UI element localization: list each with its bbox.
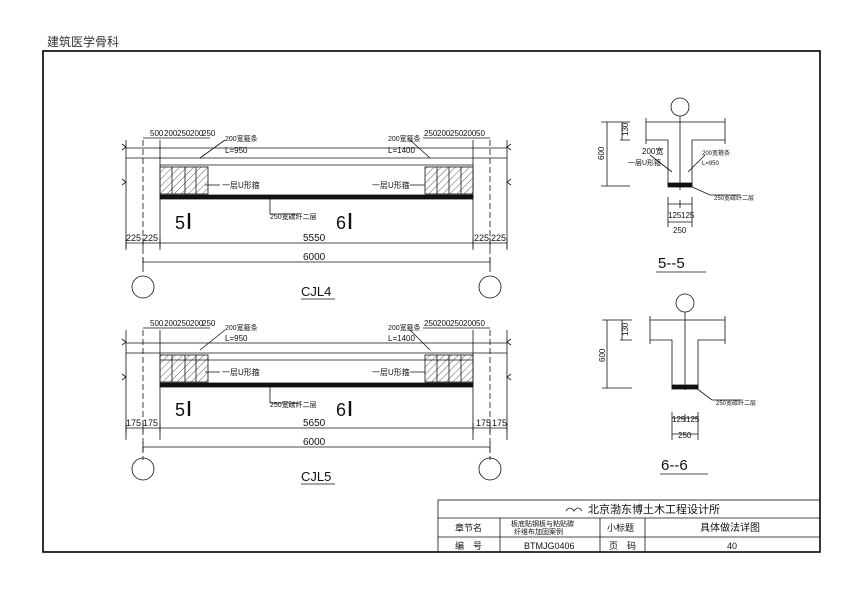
company-logo-icon xyxy=(565,507,583,512)
cjl4-support-left-1: 225 xyxy=(126,233,141,243)
cjl4-dim-200b: 200 xyxy=(190,129,204,138)
cjl4-dim-r200b: 200 xyxy=(463,129,477,138)
cjl4-title: CJL4 xyxy=(301,284,331,299)
company-name: 北京渤东博土木工程设计所 xyxy=(588,502,720,516)
cjl5-dim-r50: 50 xyxy=(476,319,485,328)
cjl4-left-note-1: 200宽箍条 xyxy=(225,134,258,143)
cjl4-dim-r250b: 250 xyxy=(450,129,464,138)
s55-note-bottom: 250宽碳纤二层 xyxy=(714,194,754,202)
s55-dim-total: 250 xyxy=(673,226,687,235)
cjl5-u-label-right: 一层U形箍 xyxy=(372,367,410,377)
tb-label-page: 页 码 xyxy=(609,541,636,551)
cjl4-right-note-1: 200宽箍条 xyxy=(388,134,421,143)
tb-label-chapter: 章节名 xyxy=(455,522,482,533)
cjl4-bottom-note: 250宽碳纤二层 xyxy=(270,212,317,221)
title-block xyxy=(437,499,821,553)
sheet-border xyxy=(42,50,821,553)
cjl4-dim-r250a: 250 xyxy=(424,129,438,138)
cjl4-left-note-2: L=950 xyxy=(225,146,248,155)
cjl4-support-right-2: 225 xyxy=(491,233,506,243)
cjl4-dim-r200a: 200 xyxy=(437,129,451,138)
tb-subtitle-value: 具体做法详图 xyxy=(700,521,760,534)
cjl5-dim-r250a: 250 xyxy=(424,319,438,328)
cjl4-dim-500: 500 xyxy=(150,129,164,138)
cjl5-title: CJL5 xyxy=(301,469,331,484)
tb-label-number: 编 号 xyxy=(455,540,482,551)
cjl4-section-mark-5: 5 xyxy=(175,213,185,233)
tb-chapter-value-1: 板底贴钢板与粘贴碳 xyxy=(511,519,574,528)
beam-elevation-cjl5 xyxy=(121,327,512,485)
cjl5-support-right-2: 175 xyxy=(492,418,507,428)
cjl4-dim-200a: 200 xyxy=(164,129,178,138)
cjl4-section-mark-6: 6 xyxy=(336,213,346,233)
cjl5-left-note-1: 200宽箍条 xyxy=(225,323,258,332)
s55-title: 5--5 xyxy=(658,255,685,272)
cjl5-support-left-1: 175 xyxy=(126,418,141,428)
cjl5-dim-200a: 200 xyxy=(164,319,178,328)
cjl5-support-left-2: 175 xyxy=(143,418,158,428)
tb-number-value: BTMJG0406 xyxy=(524,541,575,551)
tb-chapter-value-2: 纤维布加固案例 xyxy=(514,527,563,536)
cjl5-right-note-1: 200宽箍条 xyxy=(388,323,421,332)
s66-dim-total: 250 xyxy=(678,431,692,440)
cjl4-u-label-left: 一层U形箍 xyxy=(222,180,260,190)
s66-note-bottom: 250宽碳纤二层 xyxy=(716,399,756,407)
cjl4-total-span: 6000 xyxy=(303,252,326,263)
s55-dim-height: 600 xyxy=(597,146,606,160)
s66-dim-top: 130 xyxy=(621,322,630,336)
cjl5-u-label-left: 一层U形箍 xyxy=(222,367,260,377)
section-5-5 xyxy=(601,97,740,273)
cjl5-dim-500: 500 xyxy=(150,319,164,328)
s66-dim-bottom-2: 125 xyxy=(686,415,700,424)
cjl4-right-note-2: L=1400 xyxy=(388,146,415,155)
cjl4-dim-r50: 50 xyxy=(476,129,485,138)
cjl5-section-mark-5: 5 xyxy=(175,400,185,420)
cjl4-clear-span: 5550 xyxy=(303,233,326,244)
cjl5-dim-r200b: 200 xyxy=(463,319,477,328)
s55-dim-bottom-1: 125 xyxy=(668,211,682,220)
s66-dim-height: 600 xyxy=(598,348,607,362)
section-6-6 xyxy=(602,293,742,475)
cjl5-dim-r250b: 250 xyxy=(450,319,464,328)
tb-label-subtitle: 小标题 xyxy=(607,522,634,533)
cjl5-total-span: 6000 xyxy=(303,437,326,448)
cjl4-support-left-2: 225 xyxy=(143,233,158,243)
s55-note-right-2: L=950 xyxy=(702,161,720,167)
cjl5-dim-250b: 250 xyxy=(202,319,216,328)
cjl5-right-note-2: L=1400 xyxy=(388,334,415,343)
s55-note-left-1: 200宽 xyxy=(642,146,663,156)
s55-dim-bottom-2: 125 xyxy=(681,211,695,220)
tb-page-value: 40 xyxy=(727,541,737,551)
cjl5-dim-r200a: 200 xyxy=(437,319,451,328)
s66-dim-bottom-1: 125 xyxy=(672,415,686,424)
s55-dim-top: 130 xyxy=(621,122,630,136)
cjl5-dim-200b: 200 xyxy=(190,319,204,328)
s55-note-right-1: 200宽箍条 xyxy=(702,149,730,157)
watermark-text: 建筑医学骨科 xyxy=(47,35,120,49)
cjl5-support-right-1: 175 xyxy=(476,418,491,428)
cjl5-dim-250a: 250 xyxy=(177,319,191,328)
cjl4-support-right-1: 225 xyxy=(474,233,489,243)
s66-title: 6--6 xyxy=(661,457,688,474)
cjl5-left-note-2: L=950 xyxy=(225,334,248,343)
s55-note-left-2: 一层U形箍 xyxy=(628,158,661,167)
beam-elevation-cjl4 xyxy=(121,137,512,300)
cjl4-dim-250a: 250 xyxy=(177,129,191,138)
cjl5-section-mark-6: 6 xyxy=(336,400,346,420)
cjl5-clear-span: 5650 xyxy=(303,418,326,429)
cjl4-dim-250b: 250 xyxy=(202,129,216,138)
cjl5-bottom-note: 250宽碳纤二层 xyxy=(270,400,317,409)
cjl4-u-label-right: 一层U形箍 xyxy=(372,180,410,190)
